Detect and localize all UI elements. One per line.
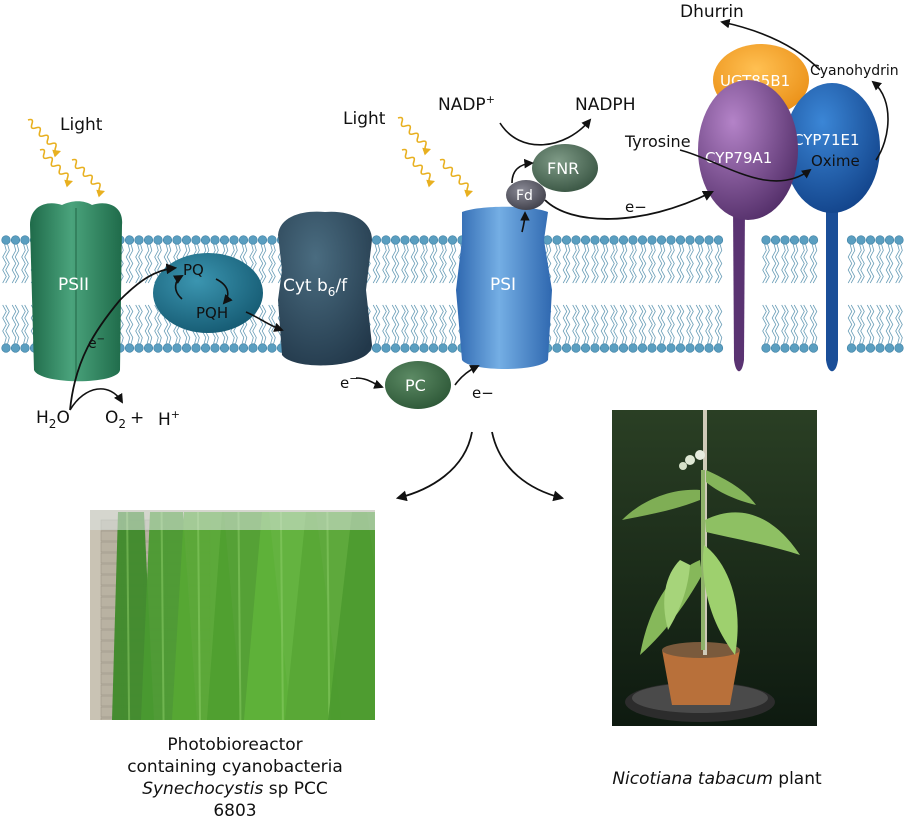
- nadp-to-nadph-arrow: [499, 118, 592, 146]
- oxime-to-cyanohydrin-arrow: [871, 80, 889, 161]
- photobioreactor-caption: Photobioreactor containing cyanobacteria…: [120, 734, 350, 822]
- fnr-label: FNR: [547, 159, 579, 178]
- water-label: H2O: [36, 408, 70, 431]
- nadph-label: NADPH: [575, 95, 635, 115]
- tobacco-caption: Nicotiana tabacum plant: [582, 768, 852, 790]
- pq-pool: PQ PQH: [153, 253, 263, 333]
- cyp71e1-label: CYP71E1: [793, 131, 860, 149]
- proton-label: H+: [158, 408, 180, 430]
- light-left-wavy-arrows: [27, 118, 106, 198]
- fd-label: Fd: [516, 188, 533, 204]
- caption-left-line1: Photobioreactor: [167, 735, 303, 755]
- psii-complex: PSII: [30, 201, 123, 382]
- pqh-label: PQH: [196, 304, 228, 322]
- psi-complex: PSI: [456, 206, 552, 369]
- nadp-label: NADP+: [438, 93, 495, 115]
- caption-right-species: Nicotiana tabacum: [612, 769, 773, 789]
- light-right-label: Light: [343, 109, 386, 129]
- tyrosine-to-oxime-arrow: [679, 149, 812, 182]
- arrow-to-tobacco-plant: [491, 431, 565, 502]
- photobioreactor-photo: [90, 510, 375, 720]
- pc-label: PC: [405, 376, 426, 395]
- electron-label-psii: e−: [88, 334, 105, 352]
- psii-label: PSII: [58, 275, 89, 295]
- thylakoid-membrane: [1, 235, 904, 353]
- electron-label-cyt: e−: [340, 372, 358, 392]
- pqh-to-cyt-arrow: [245, 311, 284, 332]
- light-right-wavy-arrows: [397, 116, 474, 198]
- pc-to-psi-arrow: [454, 365, 480, 386]
- electron-label-pc: e−: [472, 384, 494, 402]
- dhurrin-enzyme-complex: UGT85B1 CYP71E1 CYP79A1 Oxime: [698, 44, 880, 372]
- cytochrome-b6f-complex: Cyt b6/f: [278, 211, 372, 366]
- oxygen-label: O2+: [105, 408, 144, 431]
- caption-left-line2: containing cyanobacteria: [127, 757, 343, 777]
- caption-left-line3: Synechocystis sp PCC 6803: [120, 778, 350, 822]
- oxime-label: Oxime: [811, 152, 860, 170]
- cyanohydrin-label: Cyanohydrin: [810, 63, 899, 79]
- plastocyanin: PC: [385, 361, 451, 409]
- ferredoxin: Fd: [506, 180, 546, 210]
- psi-label: PSI: [490, 275, 516, 295]
- pq-label: PQ: [183, 261, 204, 279]
- psi-to-fd-arrow: [520, 211, 530, 233]
- photosynthesis-dhurrin-diagram: Light Light PSII PQ PQH Cyt b6/f PSI PC …: [1, 2, 904, 726]
- light-left-label: Light: [60, 115, 103, 135]
- cyt-b6f-label: Cyt b6/f: [283, 276, 348, 299]
- water-to-oxygen-arrow: [69, 388, 123, 411]
- caption-right-tail: plant: [772, 769, 822, 789]
- cyt-to-pc-arrow: [355, 377, 384, 389]
- tobacco-plant-photo: [612, 410, 817, 726]
- cyp79a1-label: CYP79A1: [705, 149, 772, 167]
- fd-to-cyp-electron-arrow: [544, 191, 714, 220]
- arrow-to-photobioreactor: [395, 431, 473, 502]
- caption-left-species: Synechocystis: [142, 779, 264, 799]
- fnr-protein: FNR: [532, 144, 598, 192]
- tyrosine-label: Tyrosine: [624, 132, 691, 151]
- fd-to-fnr-arrow: [511, 158, 534, 184]
- dhurrin-label: Dhurrin: [680, 2, 744, 22]
- electron-label-fd: e−: [625, 198, 647, 216]
- water-to-pq-electron-arrow: [69, 263, 178, 411]
- cyanohydrin-to-dhurrin-arrow: [720, 18, 821, 71]
